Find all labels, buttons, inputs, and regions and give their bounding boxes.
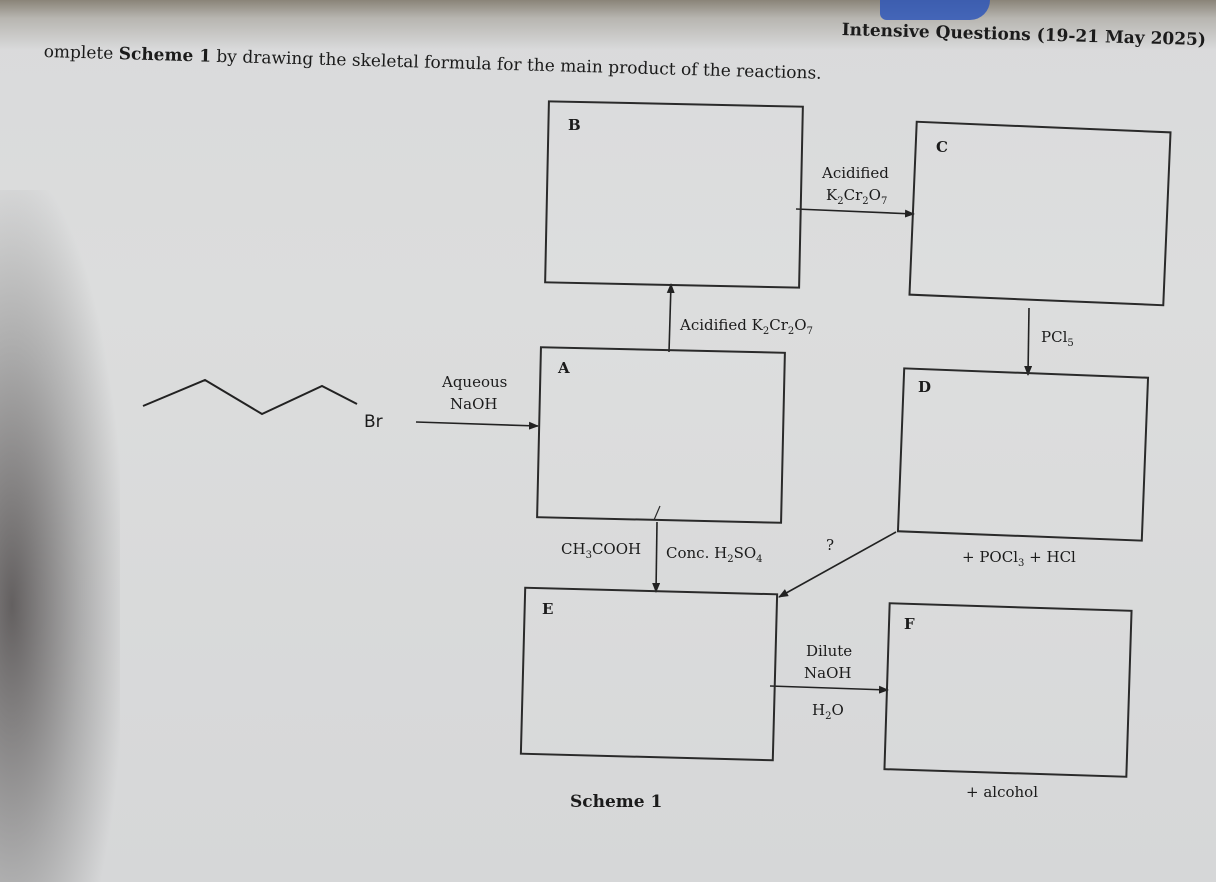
reactant-skeletal-formula (142, 378, 358, 416)
bromine-substituent: Br (364, 412, 383, 432)
label-D: D (918, 378, 932, 396)
reagent-E-to-F-naoh: NaOH (804, 664, 852, 682)
arrow-E-to-F (769, 685, 889, 694)
arrow-B-to-C (795, 208, 915, 218)
reagent-A-to-B: Acidified K2Cr2O7 (680, 316, 813, 337)
top-edge-shadow (0, 0, 1216, 60)
reagent-naoh: NaOH (450, 395, 498, 413)
reagent-aqueous: Aqueous (442, 373, 508, 391)
reagent-D-to-E-unknown: ? (826, 536, 835, 554)
arrow-A-to-E (652, 521, 661, 593)
arrow-D-to-E (778, 531, 897, 598)
D-byproducts: + POCl3 + HCl (962, 548, 1076, 569)
reagent-E-to-F-water: H2O (812, 701, 844, 722)
reagent-A-to-E-right: Conc. H2SO4 (666, 544, 763, 565)
box-F (883, 602, 1133, 778)
reagent-B-to-C-line1: Acidified (822, 164, 889, 182)
label-B: B (568, 116, 581, 134)
reagent-A-to-E-left: CH3COOH (561, 540, 642, 561)
blue-object-corner (880, 0, 990, 20)
label-E: E (542, 600, 554, 618)
box-B (544, 100, 804, 289)
arrow-to-A (415, 421, 539, 430)
arrow-A-to-B (666, 283, 675, 353)
label-F: F (904, 615, 915, 633)
F-byproduct: + alcohol (966, 783, 1038, 801)
box-D (896, 367, 1150, 542)
label-A: A (558, 359, 570, 377)
arrow-tick (653, 505, 661, 521)
box-A (536, 346, 786, 524)
box-E (519, 586, 779, 762)
reagent-B-to-C-line2: K2Cr2O7 (826, 186, 888, 207)
carbon-chain (142, 378, 358, 416)
hand-shadow (0, 190, 120, 882)
reagent-C-to-D: PCl5 (1041, 328, 1074, 349)
scheme-caption: Scheme 1 (570, 792, 663, 812)
reagent-E-to-F-dilute: Dilute (806, 642, 853, 660)
arrow-C-to-D (1024, 307, 1033, 376)
label-C: C (936, 138, 948, 156)
